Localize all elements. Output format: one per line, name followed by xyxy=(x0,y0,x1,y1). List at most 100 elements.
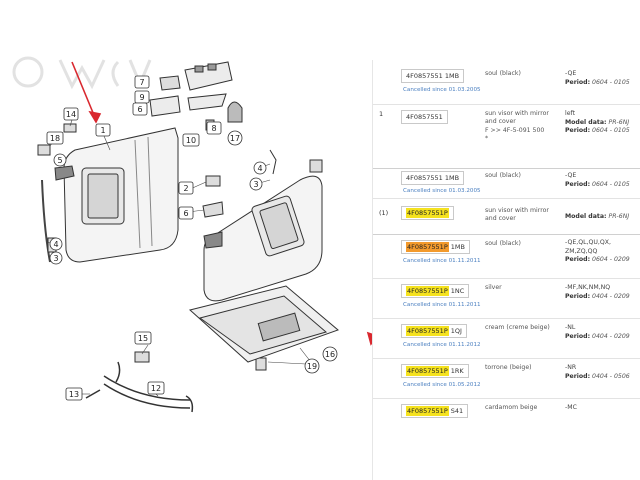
part-number: 4F0857551 xyxy=(406,113,443,121)
part-suffix: 1QJ xyxy=(450,327,462,335)
codes: -NL Period: 0404 - 0209 xyxy=(565,324,630,340)
svg-text:1: 1 xyxy=(100,126,105,135)
left-sun-visor xyxy=(41,127,179,263)
svg-text:8: 8 xyxy=(211,124,216,133)
description: torrone (beige) xyxy=(485,364,532,371)
svg-text:3: 3 xyxy=(253,180,258,189)
part-number-box[interactable]: 4F0857551 xyxy=(401,110,448,124)
svg-text:3: 3 xyxy=(53,254,58,263)
svg-text:10: 10 xyxy=(186,136,196,145)
callout-1: 1 xyxy=(95,123,111,137)
part-suffix: S41 xyxy=(450,407,464,415)
roof-console xyxy=(188,285,339,363)
svg-text:9: 9 xyxy=(139,93,144,102)
codes: -QE,QL,QU,QX,ZM,ZQ,QQ Period: 0604 - 020… xyxy=(565,239,630,264)
callout-14: 14 xyxy=(63,107,79,121)
svg-text:17: 17 xyxy=(230,134,240,143)
part-suffix: 1NC xyxy=(450,287,465,295)
svg-text:15: 15 xyxy=(138,334,148,343)
callout-5: 5 xyxy=(53,153,67,167)
codes: -QE Period: 0604 - 0105 xyxy=(565,70,630,86)
svg-text:4: 4 xyxy=(53,240,58,249)
svg-text:16: 16 xyxy=(325,350,335,359)
callout-4b: 4 xyxy=(253,161,267,175)
cancelled-note: Cancelled since 01.05.2012 xyxy=(403,382,481,388)
callout-19: 19 xyxy=(304,358,320,374)
callout-4: 4 xyxy=(49,237,63,251)
right-sun-visor xyxy=(203,175,323,302)
part-suffix: 1RK xyxy=(450,367,464,375)
svg-text:12: 12 xyxy=(151,384,161,393)
cancelled-note: Cancelled since 01.11.2011 xyxy=(403,258,481,264)
svg-text:5: 5 xyxy=(57,156,62,165)
position-index: (1) xyxy=(379,209,389,217)
part-number-highlighted: 4F0857551P xyxy=(406,406,449,416)
callout-8: 8 xyxy=(206,121,222,135)
svg-text:14: 14 xyxy=(66,110,76,119)
codes: left Model data: PR-6NJ Period: 0604 - 0… xyxy=(565,110,630,135)
part-suffix: 1MB xyxy=(444,174,460,182)
codes: -NR Period: 0404 - 0506 xyxy=(565,364,630,380)
part-number-highlighted: 4F0857551P xyxy=(406,366,449,376)
callout-15: 15 xyxy=(134,331,152,345)
part-suffix: 1MB xyxy=(450,243,465,251)
part-suffix: 1MB xyxy=(444,72,460,80)
svg-text:2: 2 xyxy=(183,184,188,193)
grab-handle xyxy=(85,361,194,413)
svg-text:4: 4 xyxy=(257,164,262,173)
svg-text:7: 7 xyxy=(139,78,144,87)
svg-text:6: 6 xyxy=(137,105,142,114)
part-number-highlighted: 4F0857551P xyxy=(406,208,449,218)
description: cream (creme beige) xyxy=(485,324,550,331)
callout-17: 17 xyxy=(227,130,243,146)
description: silver xyxy=(485,284,502,291)
codes: -MF,NK,NM,NQ Period: 0404 - 0209 xyxy=(565,284,630,300)
description: soul (black) xyxy=(485,172,521,179)
cancelled-note: Cancelled since 01.03.2005 xyxy=(403,188,481,194)
cancelled-note: Cancelled since 01.11.2011 xyxy=(403,302,481,308)
parts-diagram: 7 9 6 8 10 17 14 1 18 5 4 3 4 3 2 6 16 1… xyxy=(12,56,372,413)
part-number-box[interactable]: 4F0857551P xyxy=(401,206,454,220)
svg-text:6: 6 xyxy=(183,209,188,218)
part-number-highlighted: 4F0857551P xyxy=(406,286,449,296)
codes: Model data: PR-6NJ xyxy=(565,213,630,220)
svg-text:19: 19 xyxy=(307,362,317,371)
part-number-highlighted-active: 4F0857551P xyxy=(406,242,449,252)
red-arrows xyxy=(71,61,372,346)
part-number: 4F0857551 xyxy=(406,72,443,80)
callout-3b: 3 xyxy=(249,177,263,191)
part-number: 4F0857551 xyxy=(406,174,443,182)
callout-18: 18 xyxy=(46,131,64,145)
description: soul (black) xyxy=(485,240,521,247)
codes: -QE Period: 0604 - 0105 xyxy=(565,172,630,188)
description: cardamom beige xyxy=(485,404,538,411)
description: soul (black) xyxy=(485,70,521,77)
callout-13: 13 xyxy=(65,387,83,401)
callout-16: 16 xyxy=(322,346,338,362)
position-index: 1 xyxy=(379,110,384,118)
cancelled-note: Cancelled since 01.11.2012 xyxy=(403,342,481,348)
callout-12: 12 xyxy=(147,381,165,395)
watermark xyxy=(12,56,152,90)
svg-text:13: 13 xyxy=(69,390,79,399)
callout-10: 10 xyxy=(182,133,200,147)
